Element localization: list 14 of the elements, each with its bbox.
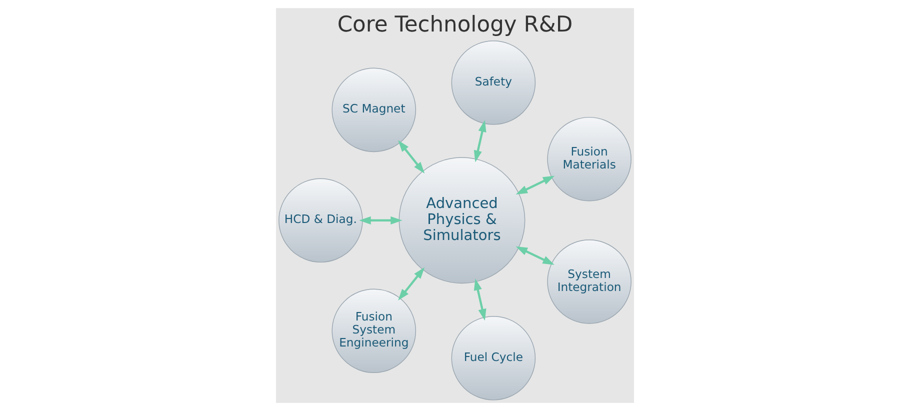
arrow	[398, 267, 425, 301]
node-circle: Fusion Materials	[547, 116, 632, 202]
arrow	[474, 278, 486, 321]
arrow	[516, 246, 554, 265]
arrow	[359, 216, 402, 224]
arrow	[474, 120, 486, 162]
node-circle: System Integration	[547, 240, 632, 324]
diagram-title: Core Technology R&D	[337, 12, 573, 38]
node-circle: Safety	[451, 40, 536, 125]
node-circle: HCD & Diag.	[278, 178, 363, 263]
node-circle: Fuel Cycle	[451, 316, 536, 400]
arrow	[398, 140, 425, 174]
node-circle: Advanced Physics & Simulators	[398, 157, 526, 284]
arrow	[516, 176, 555, 194]
